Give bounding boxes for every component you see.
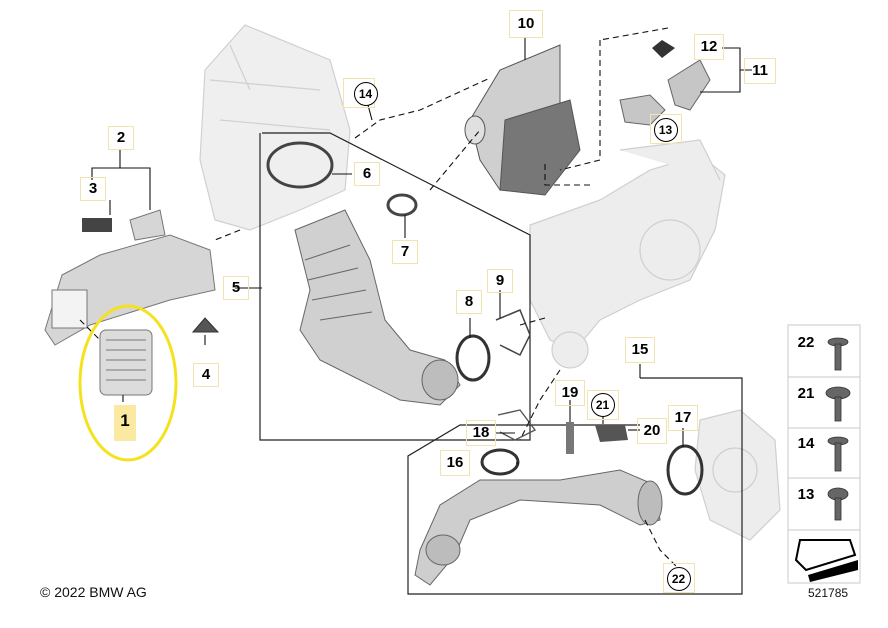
callout-19[interactable]: 19 xyxy=(561,384,579,401)
callout-frame-16 xyxy=(440,450,470,476)
callout-16[interactable]: 16 xyxy=(446,454,464,471)
highlight-ring xyxy=(78,304,178,462)
callout-frame-3 xyxy=(80,177,106,201)
callout-circle-22[interactable]: 22 xyxy=(667,567,691,591)
callout-frame-9 xyxy=(487,269,513,293)
o-ring-part-17 xyxy=(666,444,704,496)
callout-frame-18 xyxy=(466,420,496,446)
callout-20[interactable]: 20 xyxy=(643,422,661,439)
callout-frame-19 xyxy=(555,380,585,406)
callout-21: 21 xyxy=(595,398,610,412)
callout-13: 13 xyxy=(658,123,673,137)
grommet-part-12 xyxy=(652,40,675,58)
group-box-15 xyxy=(407,377,743,595)
callout-frame-13 xyxy=(650,114,682,144)
callout-frame-21 xyxy=(587,390,619,420)
bracket-parts-11 xyxy=(619,59,711,126)
callout-17[interactable]: 17 xyxy=(674,409,692,426)
copyright-text: © 2022 BMW AG xyxy=(40,584,147,600)
callout-4[interactable]: 4 xyxy=(201,366,211,383)
callout-14: 14 xyxy=(358,87,373,101)
callout-18[interactable]: 18 xyxy=(472,424,490,441)
callout-frame-5 xyxy=(223,276,249,300)
direction-arrow-icon xyxy=(794,539,858,582)
clamp-part-6 xyxy=(266,141,334,189)
callout-1[interactable]: 1 xyxy=(120,411,130,430)
resonator-part-10 xyxy=(464,44,581,196)
legend-label-14[interactable]: 14 xyxy=(797,435,815,452)
filter-grille-part-1 xyxy=(99,329,153,396)
highlight-tag xyxy=(114,405,136,441)
callout-frame-11 xyxy=(744,58,776,84)
air-filter-housing-ghost xyxy=(199,24,351,231)
callout-frame-12 xyxy=(694,34,724,60)
o-ring-part-8 xyxy=(455,334,491,382)
callout-frame-6 xyxy=(354,162,380,186)
callout-7[interactable]: 7 xyxy=(400,243,410,260)
group-box-5 xyxy=(259,132,531,441)
callout-frame-2 xyxy=(108,126,134,150)
callout-frame-8 xyxy=(456,290,482,314)
callout-circle-14[interactable]: 14 xyxy=(354,82,378,106)
wire-part-18 xyxy=(497,409,537,441)
callout-9[interactable]: 9 xyxy=(495,272,505,289)
callout-8[interactable]: 8 xyxy=(464,293,474,310)
callout-circle-21[interactable]: 21 xyxy=(591,393,615,417)
sensor-part-19 xyxy=(566,422,574,454)
callout-15[interactable]: 15 xyxy=(631,341,649,358)
diagram-number: 521785 xyxy=(808,586,849,600)
callout-2[interactable]: 2 xyxy=(116,129,126,146)
legend-frame xyxy=(787,324,861,584)
callout-frame-7 xyxy=(392,240,418,264)
callout-6[interactable]: 6 xyxy=(362,165,372,182)
callout-5[interactable]: 5 xyxy=(231,279,241,296)
callout-3[interactable]: 3 xyxy=(88,180,98,197)
turbocharger-ghost xyxy=(529,139,726,369)
grommet-part-4 xyxy=(191,317,220,333)
callout-frame-15 xyxy=(625,337,655,363)
callout-22: 22 xyxy=(671,572,686,586)
callout-frame-4 xyxy=(193,363,219,387)
charge-pipe-part-15 xyxy=(414,469,663,586)
callout-frame-17 xyxy=(668,405,698,431)
dashed-leaders xyxy=(79,27,681,571)
screw-legend-icons xyxy=(825,337,851,521)
callout-11[interactable]: 11 xyxy=(752,62,768,79)
sensor-part-20 xyxy=(595,425,628,442)
callout-frame-20 xyxy=(637,418,667,444)
throttle-body-ghost xyxy=(694,409,781,541)
legend-label-22[interactable]: 22 xyxy=(797,334,815,351)
callout-frame-10 xyxy=(509,10,543,38)
callout-circle-13[interactable]: 13 xyxy=(654,118,678,142)
intake-hose-part xyxy=(294,209,461,406)
intake-duct-part xyxy=(44,209,216,346)
callout-10[interactable]: 10 xyxy=(517,15,535,32)
clamp-part-7 xyxy=(386,193,418,217)
legend-label-21[interactable]: 21 xyxy=(797,385,815,402)
legend-label-13[interactable]: 13 xyxy=(797,486,815,503)
pad-part-3 xyxy=(82,218,112,232)
leader-lines xyxy=(91,38,752,464)
o-ring-part-16 xyxy=(480,448,520,476)
clip-part-9 xyxy=(495,309,531,357)
callout-frame-22 xyxy=(663,563,695,593)
callout-12[interactable]: 12 xyxy=(700,38,718,55)
